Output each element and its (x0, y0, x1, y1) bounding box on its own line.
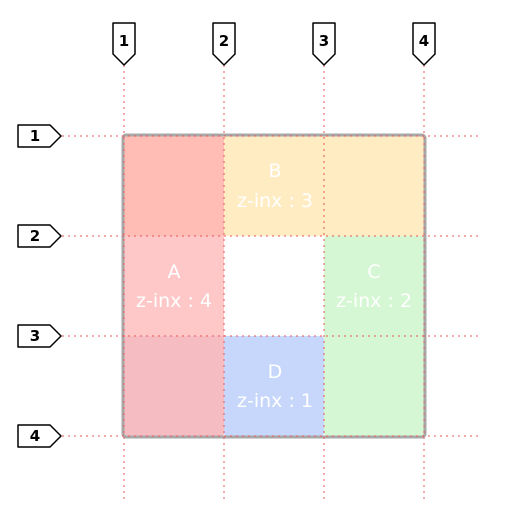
grid-area-a-bottom-tint (124, 336, 224, 436)
area-d-name: D (268, 361, 283, 383)
column-marker-3-label: 3 (319, 32, 329, 50)
row-marker-3: 3 (17, 324, 62, 348)
grid-area-d (224, 336, 324, 436)
row-marker-3-label: 3 (30, 327, 40, 345)
column-marker-3: 3 (312, 22, 336, 66)
column-marker-4-label: 4 (419, 32, 429, 50)
row-marker-4-label: 4 (30, 427, 40, 445)
area-b-name: B (268, 160, 281, 182)
column-marker-4: 4 (412, 22, 436, 66)
area-c-z-index: z-inx : 2 (336, 290, 412, 312)
column-marker-1: 1 (112, 22, 136, 66)
row-marker-4: 4 (17, 424, 62, 448)
row-marker-2-label: 2 (30, 227, 40, 245)
grid-area-a (124, 136, 224, 436)
area-b-z-index: z-inx : 3 (237, 190, 313, 212)
area-a-z-index: z-inx : 4 (136, 290, 212, 312)
area-d-z-index: z-inx : 1 (237, 390, 313, 412)
column-marker-2: 2 (212, 22, 236, 66)
grid-area-a-top-tint (124, 136, 224, 236)
column-marker-1-label: 1 (119, 32, 129, 50)
row-marker-1: 1 (17, 124, 62, 148)
grid-container-border (121, 133, 427, 439)
area-c-name: C (367, 261, 380, 283)
row-marker-2: 2 (17, 224, 62, 248)
column-marker-2-label: 2 (219, 32, 229, 50)
row-marker-1-label: 1 (30, 127, 40, 145)
area-a-name: A (168, 261, 181, 283)
